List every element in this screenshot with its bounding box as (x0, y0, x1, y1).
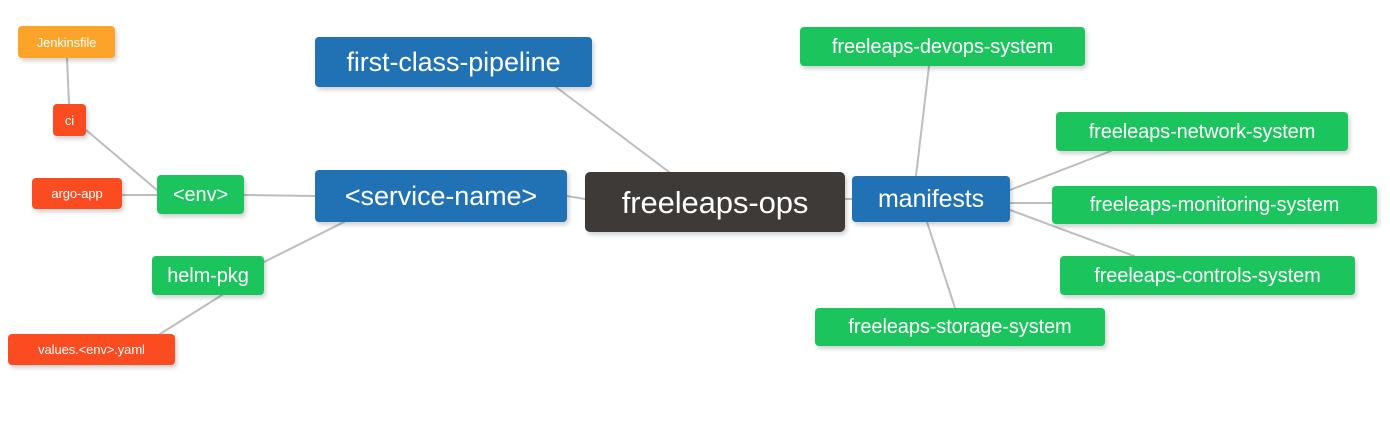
node-env[interactable]: <env> (157, 175, 244, 214)
node-freeleaps-network-system[interactable]: freeleaps-network-system (1056, 112, 1348, 151)
edge-manifests-to-freeleaps-network-system (1009, 150, 1112, 191)
edge-jenkinsfile-to-ci (66, 57, 70, 105)
edge-env-to-service-name (243, 194, 316, 197)
node-argo-app[interactable]: argo-app (32, 178, 122, 209)
node-label-freeleaps-monitoring-system: freeleaps-monitoring-system (1089, 194, 1340, 216)
node-label-helm-pkg: helm-pkg (167, 264, 249, 287)
edge-helm-pkg-to-service-name (263, 221, 345, 263)
node-freeleaps-ops[interactable]: freeleaps-ops (585, 172, 845, 232)
node-label-values-env-yaml: values.<env>.yaml (38, 342, 145, 357)
node-label-service-name: <service-name> (344, 180, 538, 211)
node-label-freeleaps-network-system: freeleaps-network-system (1088, 120, 1316, 143)
node-label-freeleaps-controls-system: freeleaps-controls-system (1094, 264, 1321, 287)
edge-values-env-yaml-to-helm-pkg (159, 294, 223, 335)
node-freeleaps-monitoring-system[interactable]: freeleaps-monitoring-system (1052, 186, 1377, 224)
node-label-ci: ci (64, 112, 75, 128)
edge-first-class-pipeline-to-freeleaps-ops (555, 86, 670, 173)
node-label-argo-app: argo-app (51, 186, 103, 201)
node-label-manifests: manifests (877, 184, 985, 213)
node-jenkinsfile[interactable]: Jenkinsfile (18, 26, 115, 58)
node-label-freeleaps-storage-system: freeleaps-storage-system (848, 316, 1072, 338)
node-label-env: <env> (172, 183, 229, 206)
node-label-freeleaps-ops: freeleaps-ops (621, 184, 809, 220)
node-service-name[interactable]: <service-name> (315, 170, 567, 222)
edge-manifests-to-freeleaps-devops-system (915, 65, 930, 177)
node-freeleaps-storage-system[interactable]: freeleaps-storage-system (815, 308, 1105, 346)
node-helm-pkg[interactable]: helm-pkg (152, 256, 264, 295)
edge-manifests-to-freeleaps-storage-system (926, 221, 956, 309)
node-label-jenkinsfile: Jenkinsfile (36, 34, 97, 50)
node-values-env-yaml[interactable]: values.<env>.yaml (8, 334, 175, 365)
node-label-freeleaps-devops-system: freeleaps-devops-system (831, 35, 1054, 58)
node-freeleaps-controls-system[interactable]: freeleaps-controls-system (1060, 256, 1355, 295)
edge-service-name-to-freeleaps-ops (566, 195, 586, 200)
node-manifests[interactable]: manifests (852, 176, 1010, 222)
node-freeleaps-devops-system[interactable]: freeleaps-devops-system (800, 27, 1085, 66)
node-ci[interactable]: ci (53, 104, 86, 136)
node-first-class-pipeline[interactable]: first-class-pipeline (315, 37, 592, 87)
node-label-first-class-pipeline: first-class-pipeline (346, 46, 561, 77)
